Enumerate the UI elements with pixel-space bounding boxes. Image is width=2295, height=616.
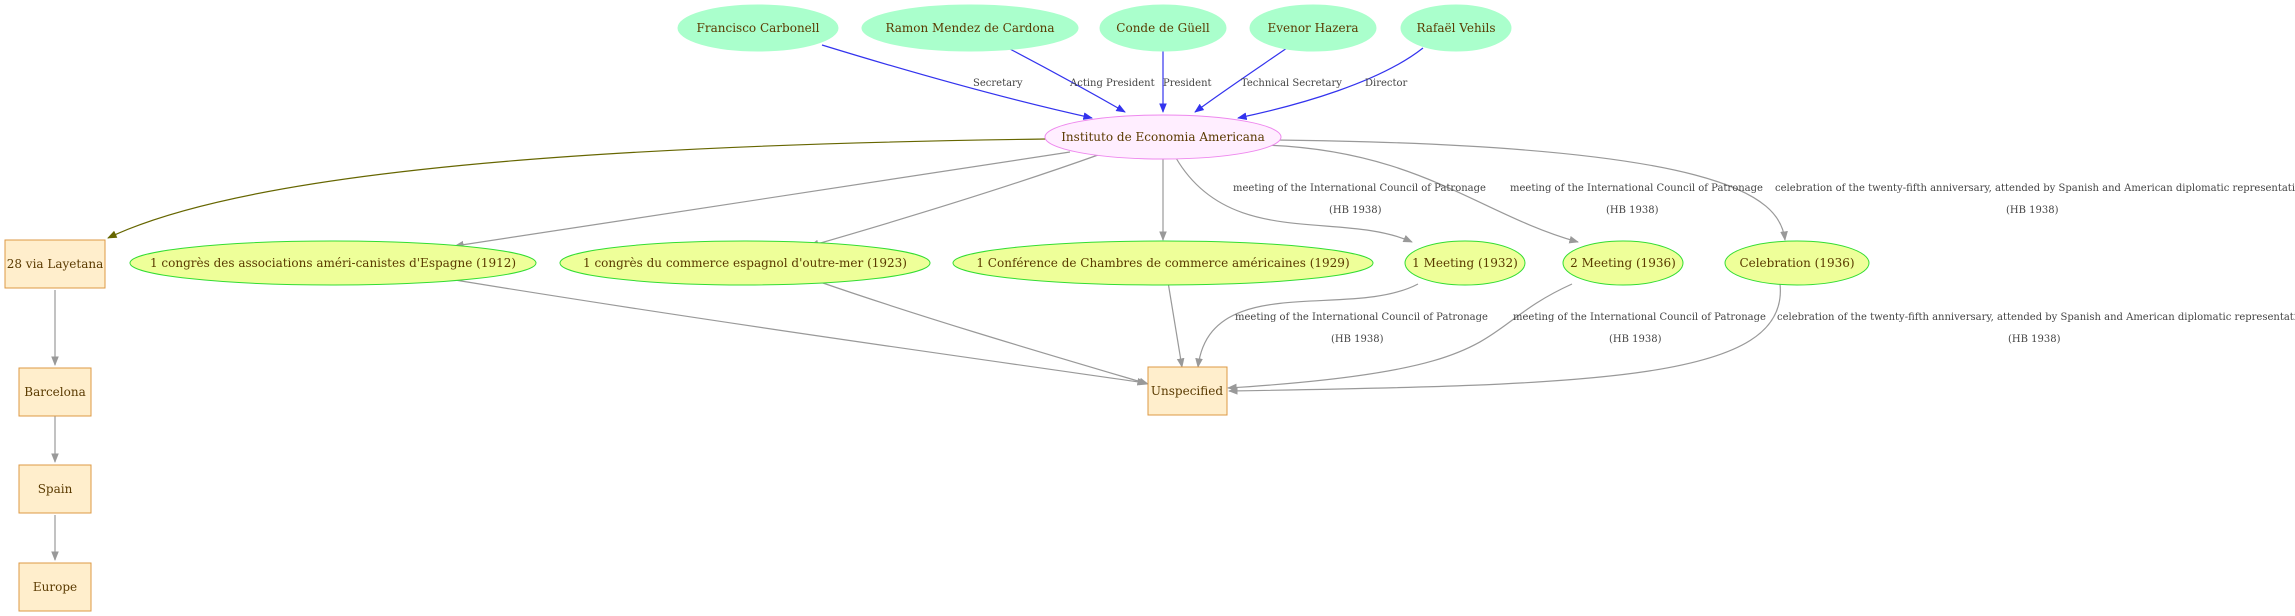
- edge-institute-1923: [809, 154, 1099, 248]
- node-spain[interactable]: Spain: [18, 464, 92, 514]
- edge-institute-layetana: [107, 138, 1047, 239]
- node-conde-de-guell[interactable]: Conde de Güell: [1099, 4, 1227, 52]
- node-label: 28 via Layetana: [7, 257, 104, 271]
- node-label: Celebration (1936): [1739, 256, 1854, 270]
- edge-label-celebration: celebration of the twenty-fifth annivers…: [1775, 183, 2295, 194]
- edge-label-meeting-1936: meeting of the International Council of …: [1510, 183, 1763, 194]
- node-event-1932[interactable]: 1 Meeting (1932): [1404, 240, 1526, 286]
- node-label: Rafaël Vehils: [1416, 21, 1495, 35]
- node-event-celebration[interactable]: Celebration (1936): [1724, 240, 1870, 286]
- edge-label-meeting-1936-unspecified: meeting of the International Council of …: [1513, 312, 1766, 323]
- edge-labels-group: Secretary Acting President President Tec…: [973, 78, 2295, 345]
- edge-label-source-1936: (HB 1938): [1606, 205, 1659, 216]
- edge-label-source-celebration: (HB 1938): [2006, 205, 2059, 216]
- node-label: Francisco Carbonell: [697, 21, 820, 35]
- edge-label-celebration-unspecified: celebration of the twenty-fifth annivers…: [1777, 312, 2295, 323]
- node-label: 1 congrès du commerce espagnol d'outre-m…: [583, 256, 907, 270]
- edge-vehils-institute: [1237, 47, 1424, 120]
- edge-label-meeting-1932-unspecified: meeting of the International Council of …: [1235, 312, 1488, 323]
- node-label: Unspecified: [1151, 384, 1223, 398]
- edge-label-source-1936-unspecified: (HB 1938): [1609, 334, 1662, 345]
- edge-label-meeting-1932: meeting of the International Council of …: [1233, 183, 1486, 194]
- node-event-1936[interactable]: 2 Meeting (1936): [1562, 240, 1684, 286]
- edge-celebration-unspecified: [1228, 283, 1781, 395]
- node-europe[interactable]: Europe: [18, 562, 92, 612]
- edge-label-technical-secretary: Technical Secretary: [1241, 78, 1342, 89]
- edge-label-president: President: [1163, 78, 1212, 89]
- node-barcelona[interactable]: Barcelona: [18, 367, 92, 417]
- node-ramon-mendez-de-cardona[interactable]: Ramon Mendez de Cardona: [861, 4, 1079, 52]
- edge-label-source-1932: (HB 1938): [1329, 205, 1382, 216]
- node-unspecified[interactable]: Unspecified: [1147, 366, 1228, 416]
- node-label: Conde de Güell: [1116, 21, 1210, 35]
- edge-institute-1912: [454, 151, 1071, 249]
- edge-institute-1936: [1263, 144, 1579, 244]
- edge-label-source-1932-unspecified: (HB 1938): [1331, 334, 1384, 345]
- edge-1932-unspecified: [1195, 283, 1419, 368]
- node-event-1923[interactable]: 1 congrès du commerce espagnol d'outre-m…: [559, 240, 931, 286]
- node-label: Evenor Hazera: [1267, 21, 1358, 35]
- node-rafael-vehils[interactable]: Rafaël Vehils: [1400, 4, 1512, 52]
- edge-1929-unspecified: [1167, 281, 1185, 368]
- nodes-group: Francisco Carbonell Ramon Mendez de Card…: [4, 4, 1870, 612]
- node-label: 1 Meeting (1932): [1412, 256, 1518, 270]
- node-label: Spain: [38, 482, 73, 496]
- node-label: Instituto de Economia Americana: [1061, 130, 1265, 144]
- edge-label-source-celebration-unspecified: (HB 1938): [2008, 334, 2061, 345]
- node-label: Barcelona: [24, 385, 85, 399]
- edge-label-secretary: Secretary: [973, 78, 1023, 89]
- node-event-1929[interactable]: 1 Conférence de Chambres de commerce amé…: [952, 240, 1374, 286]
- edge-label-director: Director: [1365, 78, 1408, 89]
- node-label: Ramon Mendez de Cardona: [885, 21, 1054, 35]
- edge-label-acting-president: Acting President: [1069, 78, 1155, 89]
- edge-1912-unspecified: [454, 279, 1147, 386]
- edge-mendez-institute: [1007, 47, 1126, 113]
- node-label: Europe: [33, 580, 77, 594]
- edge-1923-unspecified: [819, 281, 1149, 386]
- edge-carbonell-institute: [821, 44, 1093, 120]
- edges-group: [51, 44, 1788, 561]
- node-label: 2 Meeting (1936): [1570, 256, 1676, 270]
- node-francisco-carbonell[interactable]: Francisco Carbonell: [677, 4, 839, 52]
- node-28-via-layetana[interactable]: 28 via Layetana: [4, 239, 106, 289]
- node-evenor-hazera[interactable]: Evenor Hazera: [1249, 4, 1377, 52]
- edge-1936-unspecified: [1227, 283, 1573, 392]
- node-label: 1 congrès des associations améri-caniste…: [150, 256, 516, 270]
- edge-hazera-institute: [1194, 47, 1288, 113]
- node-event-1912[interactable]: 1 congrès des associations améri-caniste…: [129, 240, 537, 286]
- edge-institute-celebration: [1275, 139, 1788, 241]
- node-label: 1 Conférence de Chambres de commerce amé…: [976, 256, 1349, 270]
- node-instituto-de-economia-americana[interactable]: Instituto de Economia Americana: [1044, 114, 1282, 160]
- edge-institute-1932: [1175, 157, 1413, 243]
